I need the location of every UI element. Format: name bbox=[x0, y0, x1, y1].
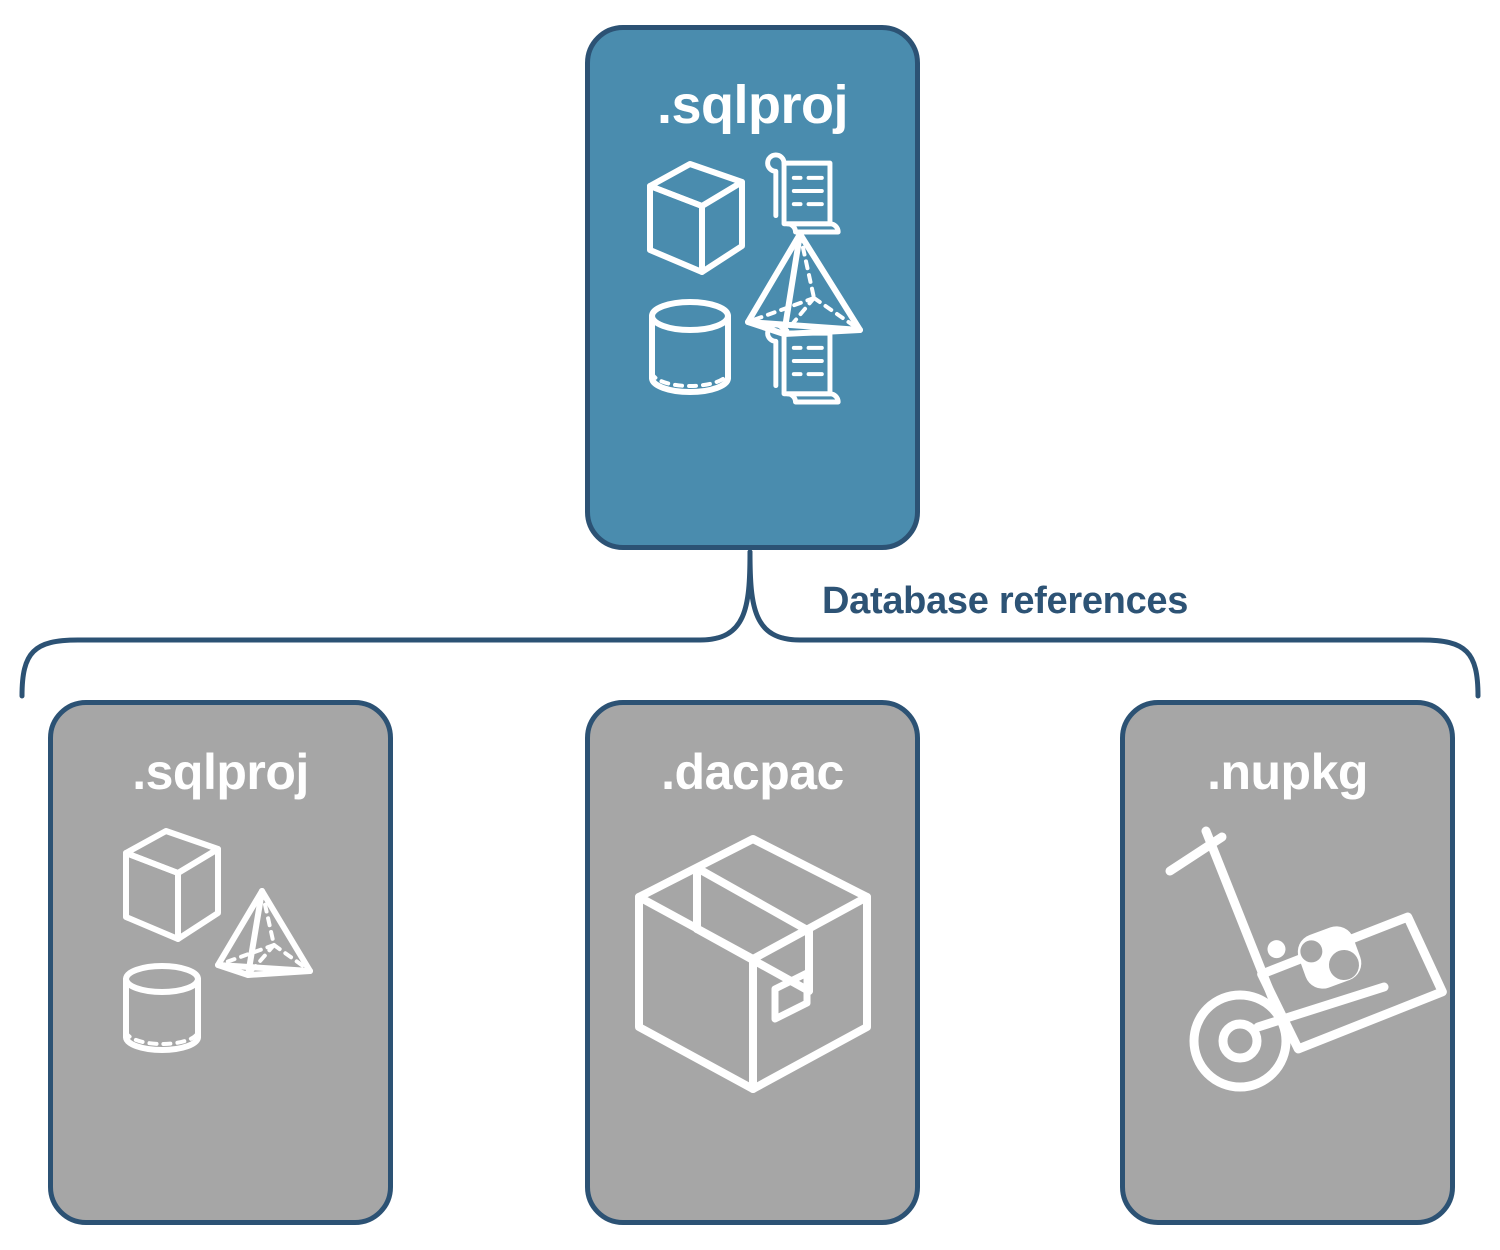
node-child-nupkg-icon-group bbox=[1148, 826, 1447, 1117]
cube-wireframe-icon bbox=[122, 828, 221, 942]
node-child-sqlproj[interactable]: .sqlproj bbox=[48, 700, 393, 1225]
node-root-icon-group bbox=[638, 150, 868, 420]
node-child-nupkg[interactable]: .nupkg bbox=[1120, 700, 1455, 1225]
pyramid-wireframe-icon bbox=[744, 231, 863, 337]
database-references-bracket bbox=[0, 548, 1500, 708]
node-child-sqlproj-label: .sqlproj bbox=[132, 744, 309, 800]
node-child-dacpac-icon-group bbox=[613, 821, 893, 1111]
cylinder-wireframe-icon bbox=[648, 299, 731, 395]
node-child-sqlproj-icon-group bbox=[96, 819, 346, 1079]
package-box-icon bbox=[634, 835, 871, 1093]
pyramid-wireframe-icon bbox=[214, 888, 313, 978]
bracket-label: Database references bbox=[812, 578, 1199, 625]
cylinder-wireframe-icon bbox=[122, 963, 201, 1053]
node-root-sqlproj[interactable]: .sqlproj bbox=[585, 25, 920, 550]
scroll-script-icon bbox=[764, 152, 841, 235]
nuget-logo-cutouts bbox=[1299, 940, 1359, 981]
scroll-script-icon bbox=[764, 322, 841, 405]
node-child-dacpac[interactable]: .dacpac bbox=[585, 700, 920, 1225]
node-root-label: .sqlproj bbox=[656, 75, 849, 135]
node-child-dacpac-label: .dacpac bbox=[661, 744, 844, 800]
bracket-left-arm bbox=[19, 549, 753, 699]
node-child-nupkg-label: .nupkg bbox=[1207, 744, 1368, 800]
cube-wireframe-icon bbox=[646, 161, 745, 275]
hand-truck-package-icon bbox=[1165, 826, 1447, 1092]
